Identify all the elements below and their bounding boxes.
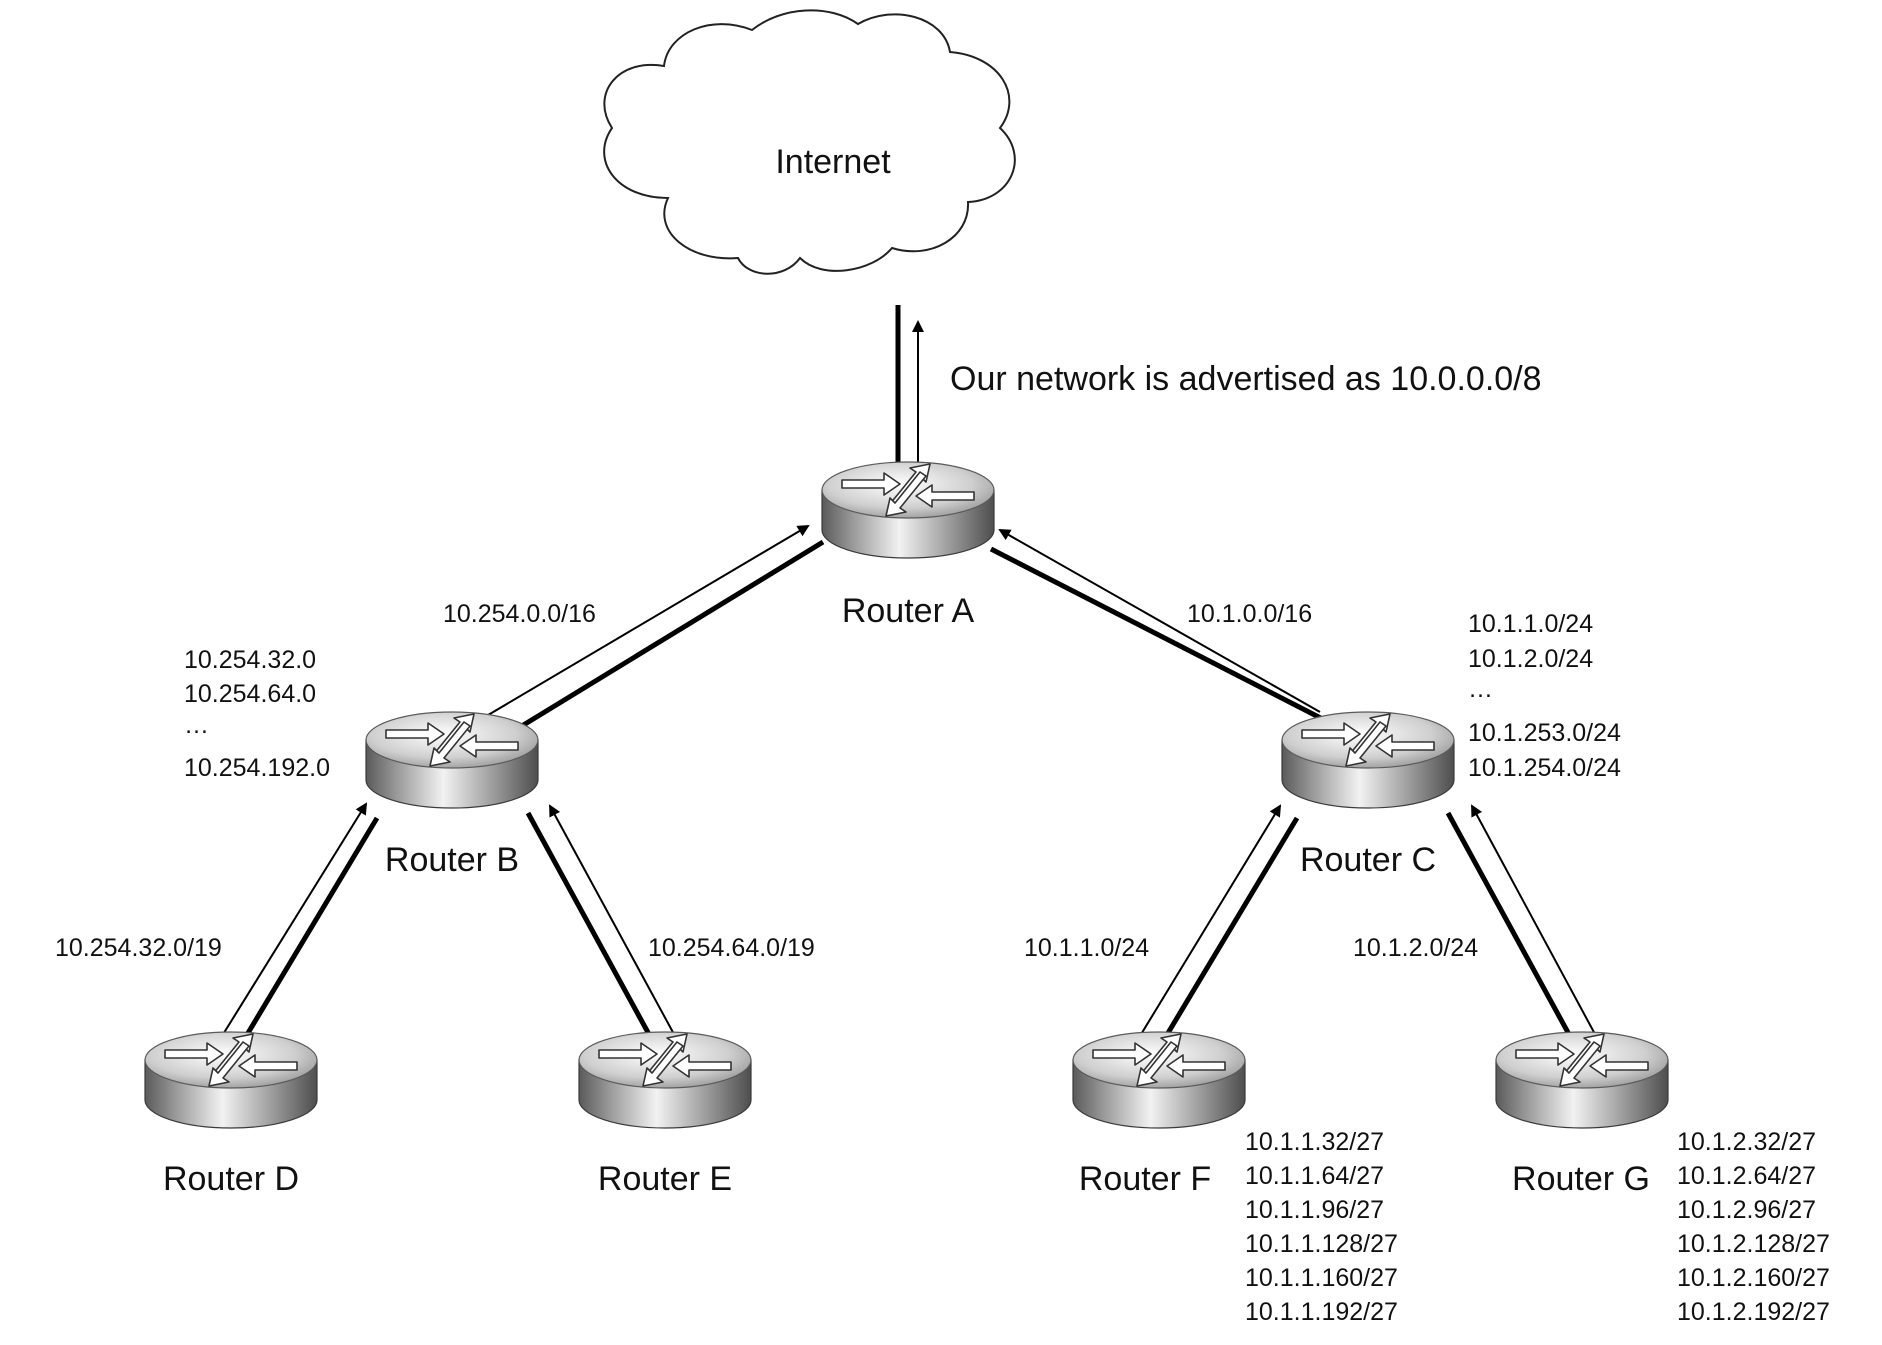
route-list-item: 10.1.254.0/24 [1468, 754, 1621, 782]
internet-label: Internet [775, 143, 891, 181]
internet-uplink [895, 305, 924, 470]
router-a-label: Router A [842, 592, 975, 630]
router-e-label: Router E [598, 1160, 732, 1198]
router-f-icon [1072, 1031, 1246, 1129]
link-b-to-a [477, 524, 825, 735]
route-list-item: 10.1.2.64/27 [1677, 1162, 1816, 1190]
route-list-item: 10.254.64.0 [184, 680, 316, 708]
router-c-route-list: 10.1.1.0/24 10.1.2.0/24 … 10.1.253.0/24 … [1468, 610, 1621, 782]
router-d-icon [144, 1031, 318, 1129]
route-list-item: 10.1.2.96/27 [1677, 1196, 1816, 1224]
router-g-label: Router G [1512, 1160, 1650, 1198]
link-f-to-c [1139, 804, 1300, 1040]
router-f-label: Router F [1079, 1160, 1211, 1198]
route-list-item: 10.1.1.192/27 [1245, 1298, 1398, 1326]
route-list-item: 10.1.1.128/27 [1245, 1230, 1398, 1258]
route-list-item: 10.1.2.160/27 [1677, 1264, 1830, 1292]
link-d-to-b [221, 802, 380, 1040]
route-list-item: 10.254.32.0 [184, 646, 316, 674]
route-list-item: 10.254.192.0 [184, 754, 330, 782]
router-e-icon [578, 1031, 752, 1129]
route-list-item: 10.1.2.128/27 [1677, 1230, 1830, 1258]
route-list-item: 10.1.1.64/27 [1245, 1162, 1384, 1190]
router-c-label: Router C [1300, 841, 1436, 879]
router-b-icon [365, 711, 539, 809]
link-d-to-b-prefix: 10.254.32.0/19 [55, 934, 222, 962]
link-c-to-a [989, 529, 1344, 732]
route-list-item: … [184, 711, 209, 739]
router-b-label: Router B [385, 841, 519, 879]
router-a-icon [821, 461, 995, 559]
router-f-route-list: 10.1.1.32/27 10.1.1.64/27 10.1.1.96/27 1… [1245, 1128, 1398, 1326]
link-e-to-b-prefix: 10.254.64.0/19 [648, 934, 815, 962]
advertisement-text: Our network is advertised as 10.0.0.0/8 [950, 360, 1542, 398]
route-list-item: 10.1.2.192/27 [1677, 1298, 1830, 1326]
router-c-icon [1281, 711, 1455, 809]
link-g-to-c-prefix: 10.1.2.0/24 [1353, 934, 1478, 962]
link-b-to-a-prefix: 10.254.0.0/16 [443, 600, 596, 628]
router-g-route-list: 10.1.2.32/27 10.1.2.64/27 10.1.2.96/27 1… [1677, 1128, 1830, 1326]
route-list-item: 10.1.2.32/27 [1677, 1128, 1816, 1156]
route-list-item: 10.1.1.32/27 [1245, 1128, 1384, 1156]
router-d-label: Router D [163, 1160, 299, 1198]
internet-cloud: Internet [603, 9, 1016, 275]
route-list-item: 10.1.1.160/27 [1245, 1264, 1398, 1292]
route-list-item: 10.1.1.96/27 [1245, 1196, 1384, 1224]
link-g-to-c [1445, 804, 1597, 1040]
link-e-to-b [525, 804, 676, 1040]
router-g-icon [1495, 1031, 1669, 1129]
route-list-item: 10.1.1.0/24 [1468, 610, 1593, 638]
link-c-to-a-prefix: 10.1.0.0/16 [1187, 600, 1312, 628]
route-list-item: … [1468, 675, 1493, 703]
router-b-route-list: 10.254.32.0 10.254.64.0 … 10.254.192.0 [184, 646, 330, 782]
route-list-item: 10.1.253.0/24 [1468, 719, 1621, 747]
link-f-to-c-prefix: 10.1.1.0/24 [1024, 934, 1149, 962]
route-list-item: 10.1.2.0/24 [1468, 645, 1593, 673]
